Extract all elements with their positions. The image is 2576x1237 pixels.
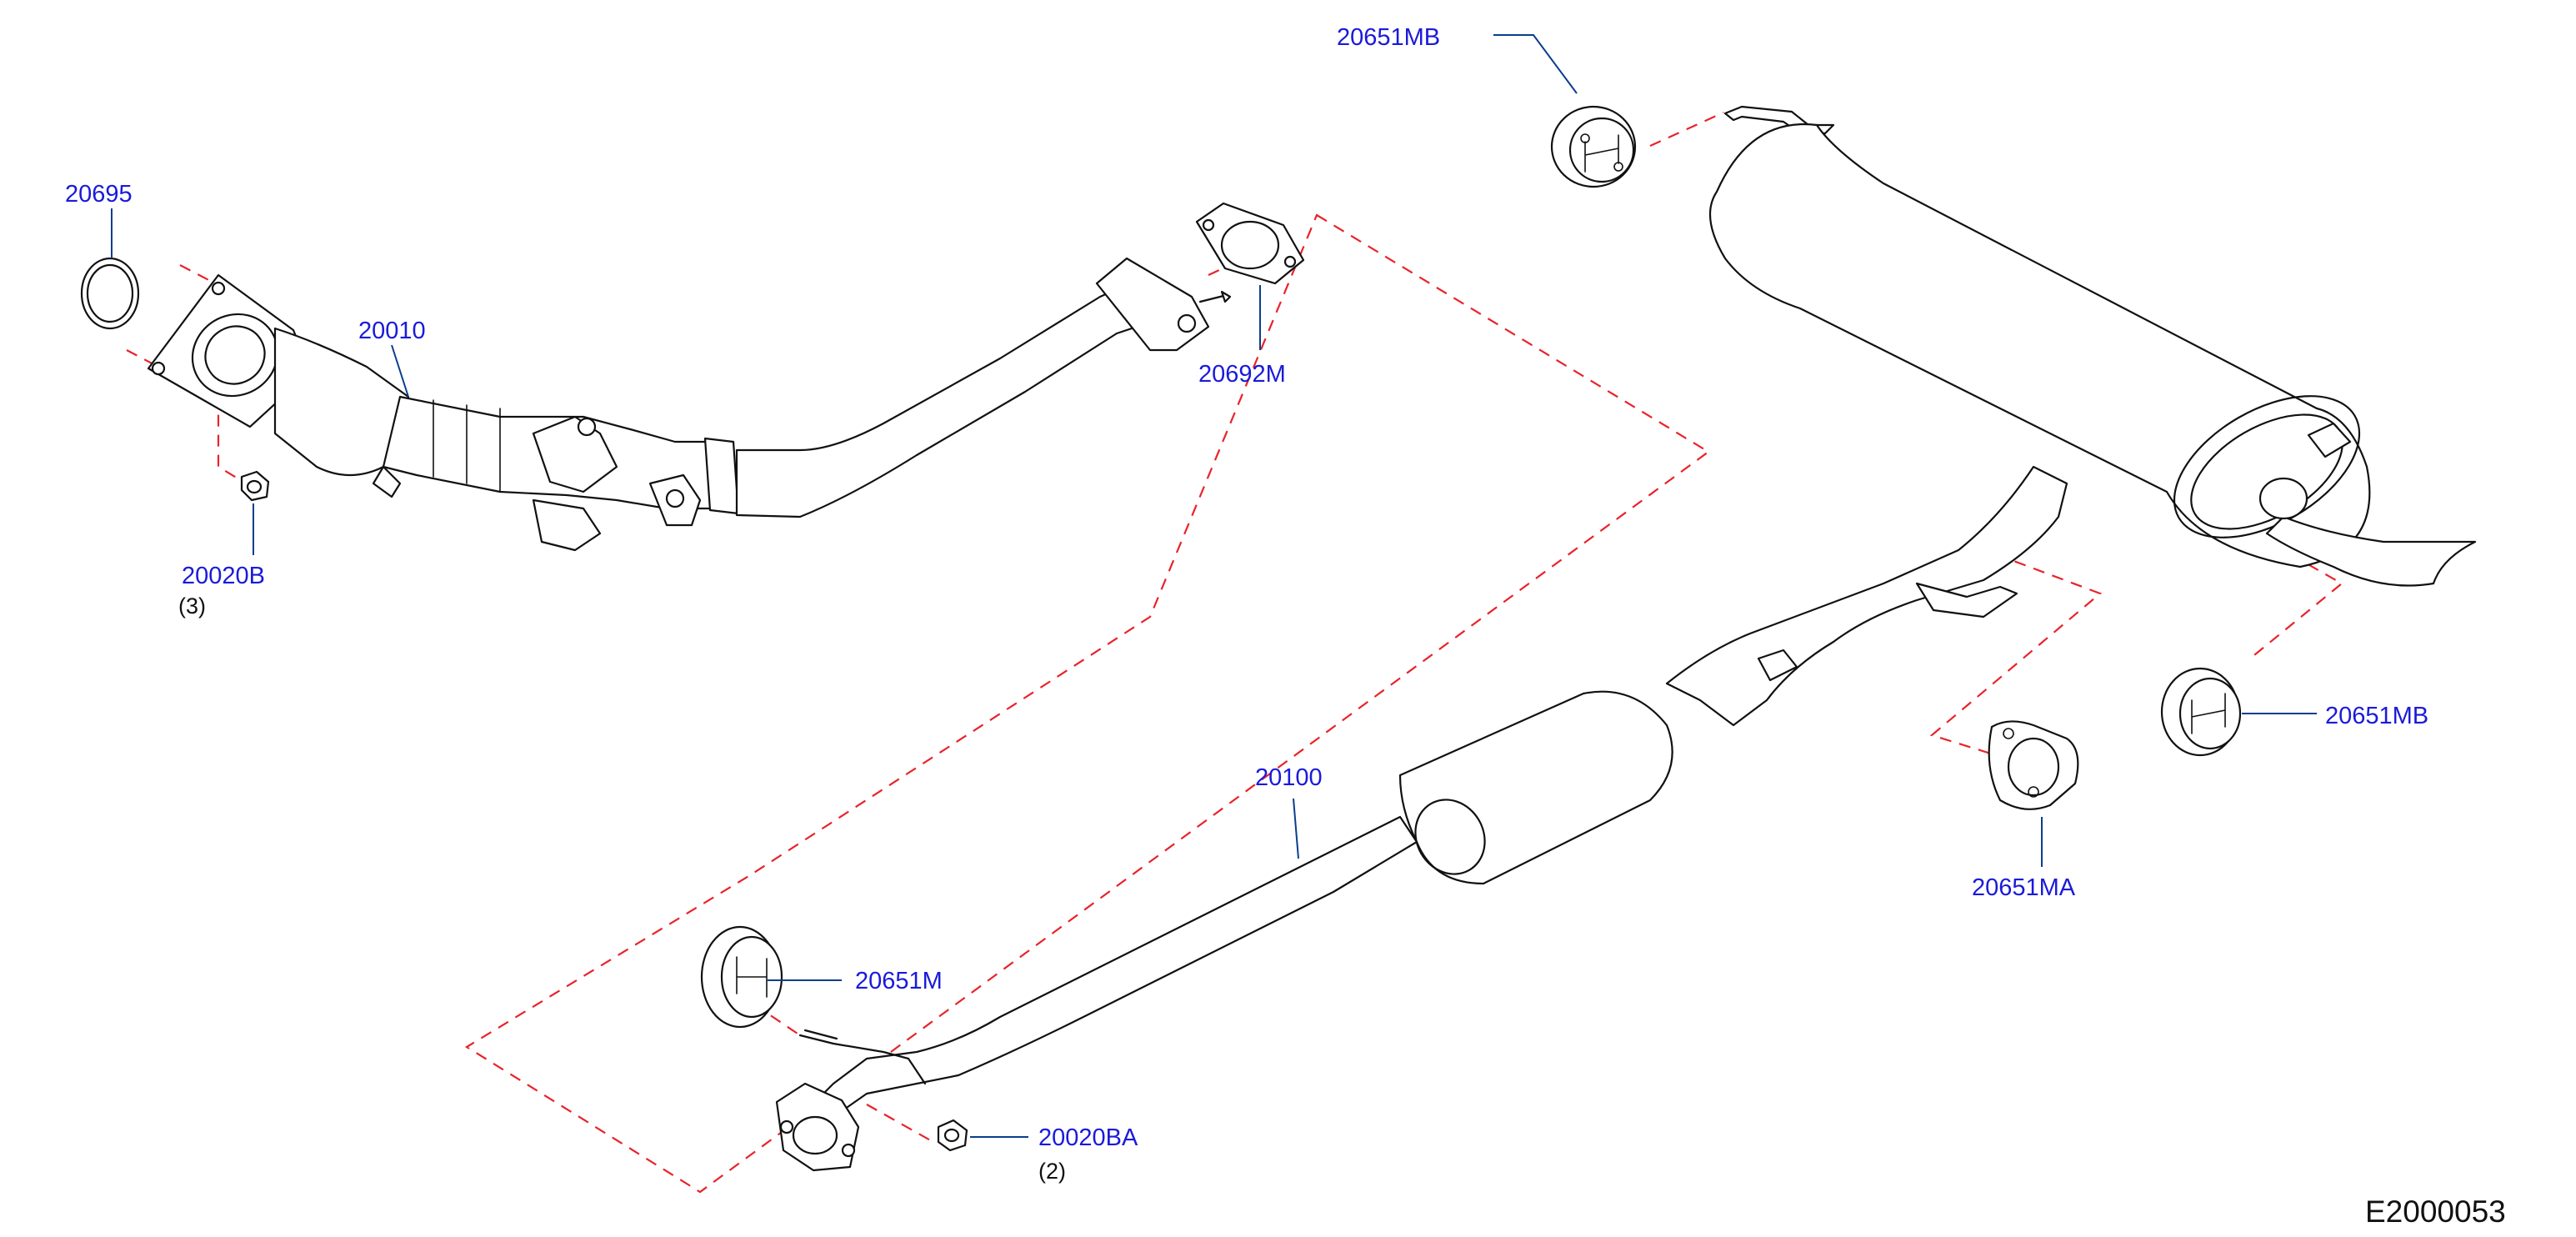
front-nut-line <box>126 349 244 483</box>
gasket-ring-20695 <box>80 257 140 330</box>
front-exhaust-tube-20010 <box>147 257 1232 552</box>
mount-rubber-20651m <box>700 925 783 1029</box>
callout-20651m[interactable]: 20651M <box>855 968 943 994</box>
callout-20100[interactable]: 20100 <box>1255 764 1323 791</box>
nut-20020b <box>240 470 270 502</box>
callout-20020ba[interactable]: 20020BA <box>1038 1124 1138 1151</box>
mount-rubber-20651mb-top <box>1550 105 1637 188</box>
mount-rubber-20651ma <box>1988 720 2079 810</box>
center-pipe-20100 <box>775 465 2068 1172</box>
front-flange-nut-line <box>866 1104 934 1143</box>
nut-20020ba <box>937 1119 968 1152</box>
leader-20100 <box>1293 798 1299 859</box>
callout-20695[interactable]: 20695 <box>65 181 133 208</box>
callout-20020b[interactable]: 20020B <box>182 563 265 589</box>
callouts: 20695 20010 20020B (3) 20692M 20651MB 20… <box>65 24 2428 1184</box>
leader-lines <box>111 34 2317 1138</box>
callout-20010[interactable]: 20010 <box>358 318 426 344</box>
qty-20020ba: (2) <box>1038 1159 1066 1184</box>
mid-mount-line <box>1929 553 2103 760</box>
callout-20692m[interactable]: 20692M <box>1198 361 1286 388</box>
front-gasket-to-flange-line <box>179 264 219 286</box>
leader-20010 <box>391 344 409 398</box>
main-muffler <box>1708 105 2477 587</box>
mount-rubber-20651mb-right <box>2160 667 2242 757</box>
leader-20651mb-top <box>1493 34 1578 94</box>
diagram-reference-code: E2000053 <box>2365 1194 2506 1229</box>
gasket-20692m <box>1195 202 1305 285</box>
callout-20651mb-right[interactable]: 20651MB <box>2325 703 2428 729</box>
callout-20651mb-top[interactable]: 20651MB <box>1337 24 1440 51</box>
top-mount-line <box>1649 111 1724 148</box>
center-pipe-assembly-outline <box>464 213 1710 1194</box>
callout-20651ma[interactable]: 20651MA <box>1972 874 2076 901</box>
qty-20020b: (3) <box>178 593 206 618</box>
